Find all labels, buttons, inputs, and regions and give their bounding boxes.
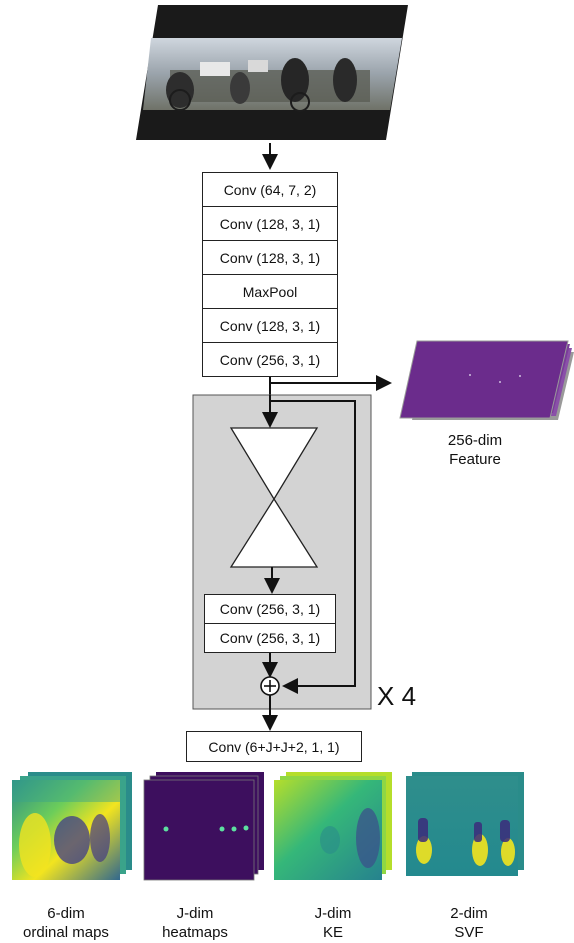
backbone-layer: Conv (128, 3, 1) bbox=[203, 241, 337, 275]
backbone-layer: MaxPool bbox=[203, 275, 337, 309]
ordinal-maps-thumbnail bbox=[12, 772, 132, 880]
hourglass-conv: Conv (256, 3, 1) bbox=[205, 624, 335, 652]
feature-stack bbox=[400, 341, 574, 420]
backbone-layer: Conv (256, 3, 1) bbox=[203, 343, 337, 376]
output-caption-line1: J-dim bbox=[278, 904, 388, 923]
output-caption-line2: heatmaps bbox=[140, 923, 250, 942]
output-caption: J-dim KE bbox=[278, 904, 388, 942]
output-caption-line2: SVF bbox=[414, 923, 524, 942]
output-caption: J-dim heatmaps bbox=[140, 904, 250, 942]
heatmaps-thumbnail bbox=[144, 772, 264, 880]
output-caption-line1: 2-dim bbox=[414, 904, 524, 923]
output-caption-line1: J-dim bbox=[140, 904, 250, 923]
backbone-stack: Conv (64, 7, 2) Conv (128, 3, 1) Conv (1… bbox=[202, 172, 338, 377]
hourglass-conv-stack: Conv (256, 3, 1) Conv (256, 3, 1) bbox=[204, 594, 336, 653]
output-caption-line2: ordinal maps bbox=[6, 923, 126, 942]
feature-caption-line1: 256-dim bbox=[420, 431, 530, 450]
output-caption: 6-dim ordinal maps bbox=[6, 904, 126, 942]
add-node-icon bbox=[261, 677, 279, 695]
backbone-layer: Conv (128, 3, 1) bbox=[203, 207, 337, 241]
output-caption: 2-dim SVF bbox=[414, 904, 524, 942]
svf-thumbnail bbox=[406, 772, 524, 876]
feature-caption: 256-dim Feature bbox=[420, 431, 530, 469]
repeat-label: X 4 bbox=[377, 681, 416, 712]
head-conv: Conv (6+J+J+2, 1, 1) bbox=[186, 731, 362, 762]
feature-caption-line2: Feature bbox=[420, 450, 530, 469]
output-caption-line2: KE bbox=[278, 923, 388, 942]
backbone-layer: Conv (64, 7, 2) bbox=[203, 173, 337, 207]
backbone-layer: Conv (128, 3, 1) bbox=[203, 309, 337, 343]
output-caption-line1: 6-dim bbox=[6, 904, 126, 923]
input-image bbox=[136, 5, 408, 140]
hourglass-conv: Conv (256, 3, 1) bbox=[205, 595, 335, 624]
ke-thumbnail bbox=[274, 772, 392, 880]
